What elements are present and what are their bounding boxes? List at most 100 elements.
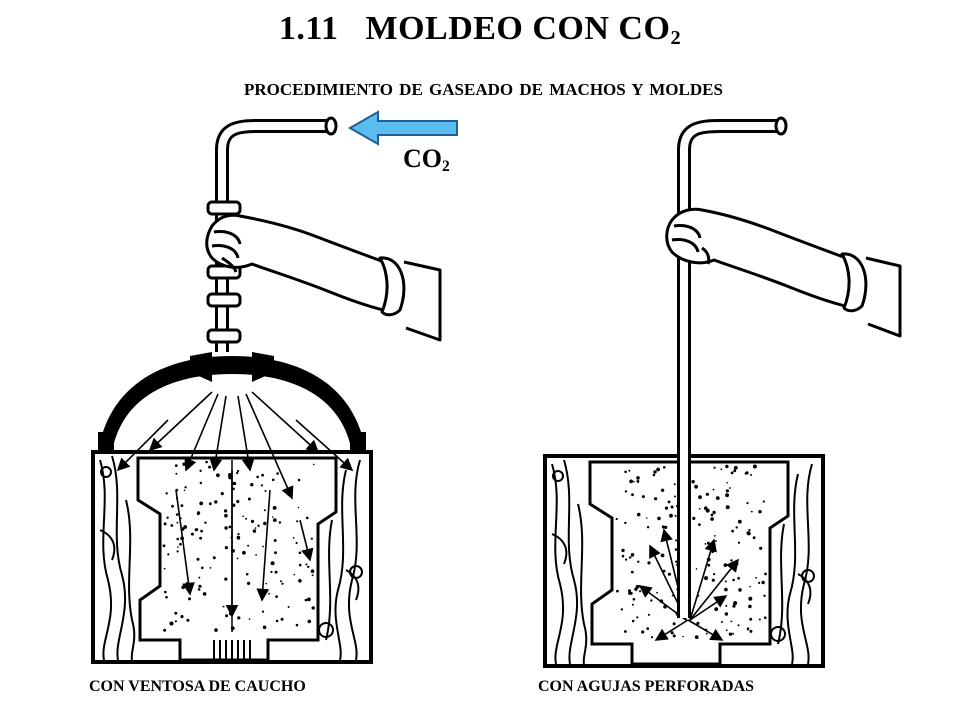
sand-grain [737,624,740,627]
sand-grain [735,526,738,529]
sand-grain [721,621,723,623]
sand-grain [170,524,174,527]
sand-grain [749,617,753,621]
sand-grain [725,629,728,632]
sand-grain [723,563,728,567]
sand-grain [660,488,665,492]
sand-grain [759,546,763,550]
sand-grain [631,619,635,623]
sand-grain [224,513,228,518]
sand-grain [692,516,696,521]
sand-grain [616,589,619,593]
sand-grain [764,616,767,619]
sand-grain [307,597,311,602]
sand-grain [310,537,313,540]
sand-grain [225,614,229,618]
sand-grain [199,469,202,472]
left-hand [205,213,442,342]
sand-grain [166,516,169,519]
sand-grain [749,629,753,633]
sand-grain [287,606,290,608]
sand-grain [236,557,239,560]
sand-grain [197,588,201,591]
sand-grain [666,535,671,540]
sand-grain [748,596,753,601]
sand-grain [275,619,279,623]
gas-flow-arrow [347,110,458,146]
sand-grain [273,539,277,542]
sand-grain [236,499,240,504]
sand-grain [295,623,299,627]
sand-grain [252,529,257,533]
sand-grain [261,610,265,613]
sand-grain [208,465,212,469]
sand-grain [250,483,254,487]
sand-grain [630,570,634,574]
sand-grain [670,631,674,635]
sand-grain [247,581,251,586]
sand-grain [307,565,310,568]
sand-grain [705,632,708,635]
sand-grain [636,512,641,517]
sand-grain [663,466,666,469]
sand-grain [202,592,207,596]
sand-grain [737,576,740,580]
sand-grain [262,545,264,548]
sand-grain [633,480,635,483]
sand-grain [274,570,278,574]
sand-grain [650,599,653,602]
sand-grain [297,478,301,482]
sand-grain [274,551,277,555]
sand-grain [257,524,260,527]
sand-grain [764,572,767,576]
sand-grain [263,521,267,526]
sand-grain [707,563,711,567]
sand-grain [647,561,651,565]
right-figure [543,116,902,668]
sand-grain [672,622,676,626]
sand-grain [188,597,191,601]
sand-grain [730,620,733,623]
sand-grain [237,616,241,620]
sand-grain [712,488,715,491]
sand-grain [298,563,302,567]
sand-grain [254,527,257,529]
sand-grain [199,481,202,485]
sand-grain [715,540,717,542]
sand-grain [200,529,204,533]
sand-grain [232,503,236,507]
sand-grain [255,554,257,556]
sand-grain [698,523,701,526]
sand-grain [725,489,730,493]
sand-grain [163,567,166,570]
sand-grain [636,476,640,480]
sand-grain [224,526,228,530]
sand-grain [272,518,277,522]
sand-grain [732,578,735,582]
sand-grain [667,572,672,576]
sand-grain [628,469,631,472]
sand-grain [248,618,251,620]
sand-grain [704,506,708,511]
sand-grain [620,608,623,611]
sand-grain [295,541,298,545]
sand-grain [271,478,275,482]
sand-grain [749,585,751,588]
sand-grain [725,464,729,469]
sand-grain [755,576,757,579]
sand-grain [228,525,232,529]
sand-grain [645,517,648,519]
sand-grain [729,487,731,489]
title-subscript: 2 [670,27,682,50]
sand-grain [624,521,627,525]
sand-grain [763,594,766,597]
sand-grain [714,607,719,612]
sand-grain [237,536,240,540]
sand-grain [641,630,645,634]
sand-grain [220,492,224,496]
sand-grain [628,556,632,559]
sand-grain [737,519,742,524]
sand-grain [724,580,727,583]
sand-grain [201,566,204,570]
sand-grain [732,604,736,608]
